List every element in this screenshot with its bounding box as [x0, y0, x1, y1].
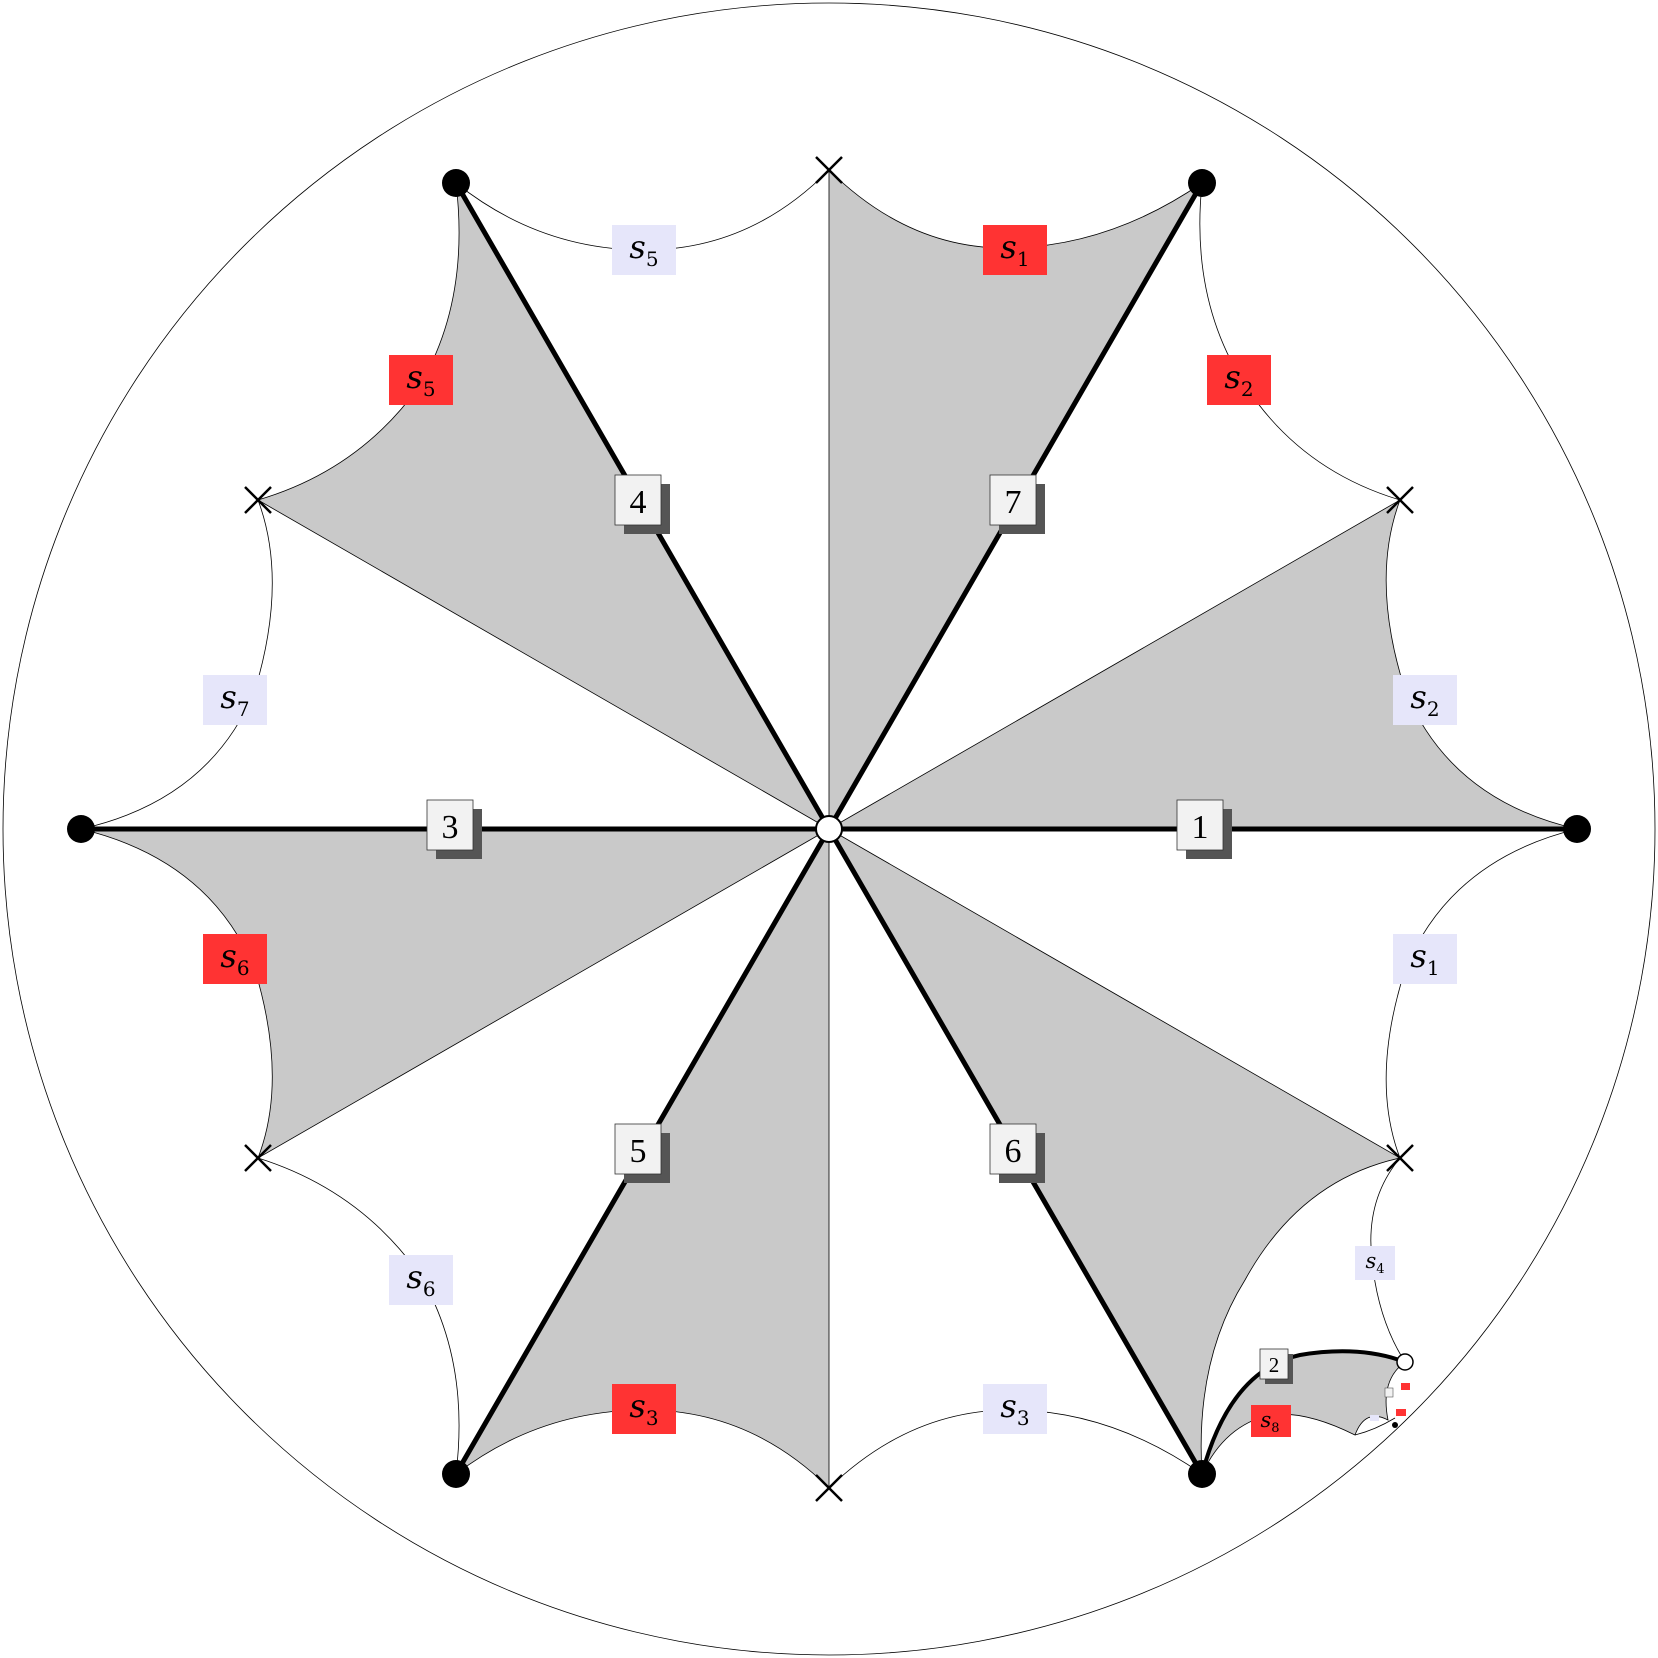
cross-mark	[244, 486, 272, 514]
filled-dot	[1188, 169, 1216, 197]
cross-vertices	[244, 156, 1414, 1502]
cross-mark	[1386, 486, 1414, 514]
red-label-s6: s6	[203, 934, 267, 984]
svg-text:s6: s6	[220, 937, 249, 980]
filled-dot	[1563, 815, 1591, 843]
lavender-side-labels: s5 s2 s7 s1 s6 s3 s4	[203, 225, 1457, 1434]
svg-text:s5: s5	[629, 228, 658, 271]
svg-text:s1: s1	[1000, 228, 1029, 271]
number-label-text: 7	[1005, 484, 1022, 521]
lavender-label-s5: s5	[612, 225, 676, 275]
number-label-2: 2	[1259, 1348, 1293, 1384]
number-label-text: 5	[630, 1133, 647, 1170]
number-label-4: 4	[614, 474, 670, 534]
red-label-s2: s2	[1207, 355, 1271, 405]
edge-2	[1200, 1349, 1407, 1476]
number-label-text: 2	[1269, 1353, 1280, 1377]
number-label-text: 1	[1192, 809, 1209, 846]
cross-mark	[244, 1144, 272, 1172]
number-label-6: 6	[989, 1123, 1045, 1183]
lavender-label-s7: s7	[203, 675, 267, 725]
arc-right-lower	[1385, 828, 1578, 1159]
center-vertex	[815, 815, 843, 843]
red-mark-tiny	[1401, 1383, 1410, 1390]
number-label-5: 5	[614, 1123, 670, 1183]
filled-dot	[1188, 1460, 1216, 1488]
number-label-1: 1	[1176, 799, 1232, 859]
small-open-vertex	[1396, 1353, 1414, 1371]
arc-top-right-right	[1199, 182, 1401, 501]
svg-text:s8: s8	[1260, 1408, 1279, 1436]
cross-mark	[1386, 1144, 1414, 1172]
red-label-s1: s1	[983, 225, 1047, 275]
arc-small-lower	[1354, 1417, 1396, 1436]
number-label-3: 3	[426, 799, 482, 859]
lavender-label-s2: s2	[1393, 675, 1457, 725]
cross-mark	[815, 1474, 843, 1502]
shaded-region-top-left	[256, 182, 831, 831]
filled-dot	[442, 169, 470, 197]
filled-dot	[67, 815, 95, 843]
number-labels: 1 3 4 7 5 6 2	[426, 474, 1293, 1384]
lavender-label-s6: s6	[389, 1255, 453, 1305]
lavender-label-s3: s3	[983, 1384, 1047, 1434]
arc-bottom-left-left	[257, 1157, 460, 1475]
filled-vertices	[67, 169, 1591, 1488]
gray-mark-tiny	[1384, 1387, 1394, 1398]
filled-dot	[442, 1460, 470, 1488]
svg-text:s2: s2	[1224, 358, 1253, 401]
red-label-s8: s8	[1251, 1405, 1291, 1437]
number-label-text: 4	[630, 484, 647, 521]
number-label-7: 7	[989, 474, 1045, 534]
svg-text:s5: s5	[406, 358, 435, 401]
lavender-mark-tiny	[1370, 1415, 1379, 1421]
red-label-s5: s5	[389, 355, 453, 405]
lavender-label-s1: s1	[1393, 934, 1457, 984]
svg-text:s3: s3	[629, 1387, 658, 1430]
svg-text:s7: s7	[220, 678, 249, 721]
svg-text:s4: s4	[1365, 1249, 1384, 1277]
red-side-labels: s1 s2 s5 s6 s3 s8	[203, 225, 1410, 1437]
svg-text:s6: s6	[406, 1258, 435, 1301]
lavender-label-s4: s4	[1355, 1246, 1395, 1280]
cross-mark	[815, 156, 843, 184]
svg-text:s3: s3	[1000, 1387, 1029, 1430]
number-label-text: 6	[1005, 1133, 1022, 1170]
filled-dot-small	[1392, 1422, 1398, 1428]
shaded-region-bottom-right	[827, 827, 1402, 1475]
svg-text:s2: s2	[1410, 678, 1439, 721]
arc-left-upper	[80, 499, 273, 830]
number-label-text: 3	[442, 809, 459, 846]
svg-text:s1: s1	[1410, 937, 1439, 980]
red-label-s3: s3	[612, 1384, 676, 1434]
shaded-region-small	[1201, 1350, 1406, 1475]
red-mark-tiny	[1396, 1409, 1406, 1416]
